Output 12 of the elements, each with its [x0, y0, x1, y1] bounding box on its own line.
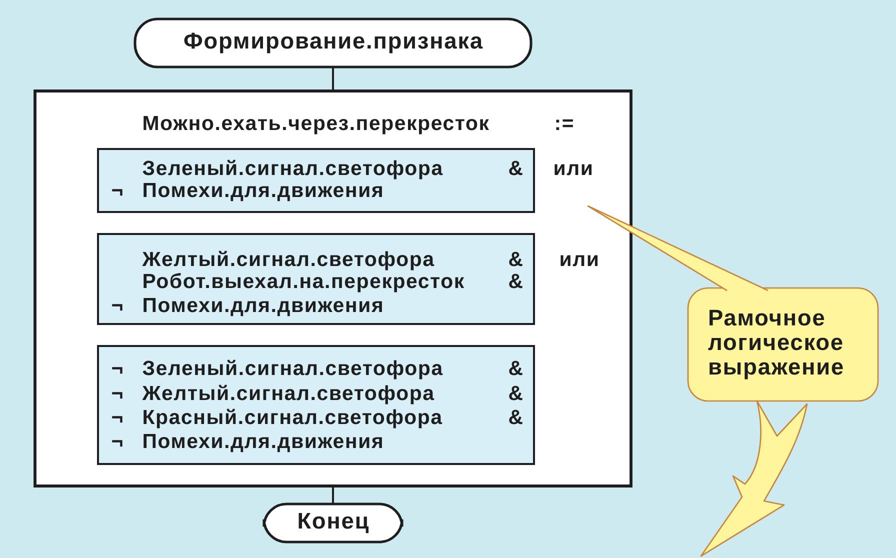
connector-line	[332, 67, 334, 91]
connector-line	[332, 486, 334, 504]
condition-box: Желтый.сигнал.светофора & Робот.выехал.на.перекресток & ¬ Помехи.для.движения	[97, 233, 535, 326]
callout-pointer	[587, 205, 769, 292]
condition-box: ¬ Зеленый.сигнал.светофора & ¬ Желтый.сигнал.светофора & ¬ Красный.сигнал.светофора & ¬ Помехи.для.движения	[97, 345, 535, 466]
callout-bubble: Рамочное логическое выражение	[687, 287, 879, 402]
terminal-box: Конец	[262, 502, 404, 544]
block-arrow	[700, 400, 808, 557]
operator-label: или	[560, 255, 598, 266]
terminal-box: Формирование.признака	[134, 18, 532, 68]
condition-box: Зеленый.сигнал.светофора & ¬ Помехи.для.движения	[97, 148, 535, 213]
operator-label: или	[554, 164, 592, 176]
